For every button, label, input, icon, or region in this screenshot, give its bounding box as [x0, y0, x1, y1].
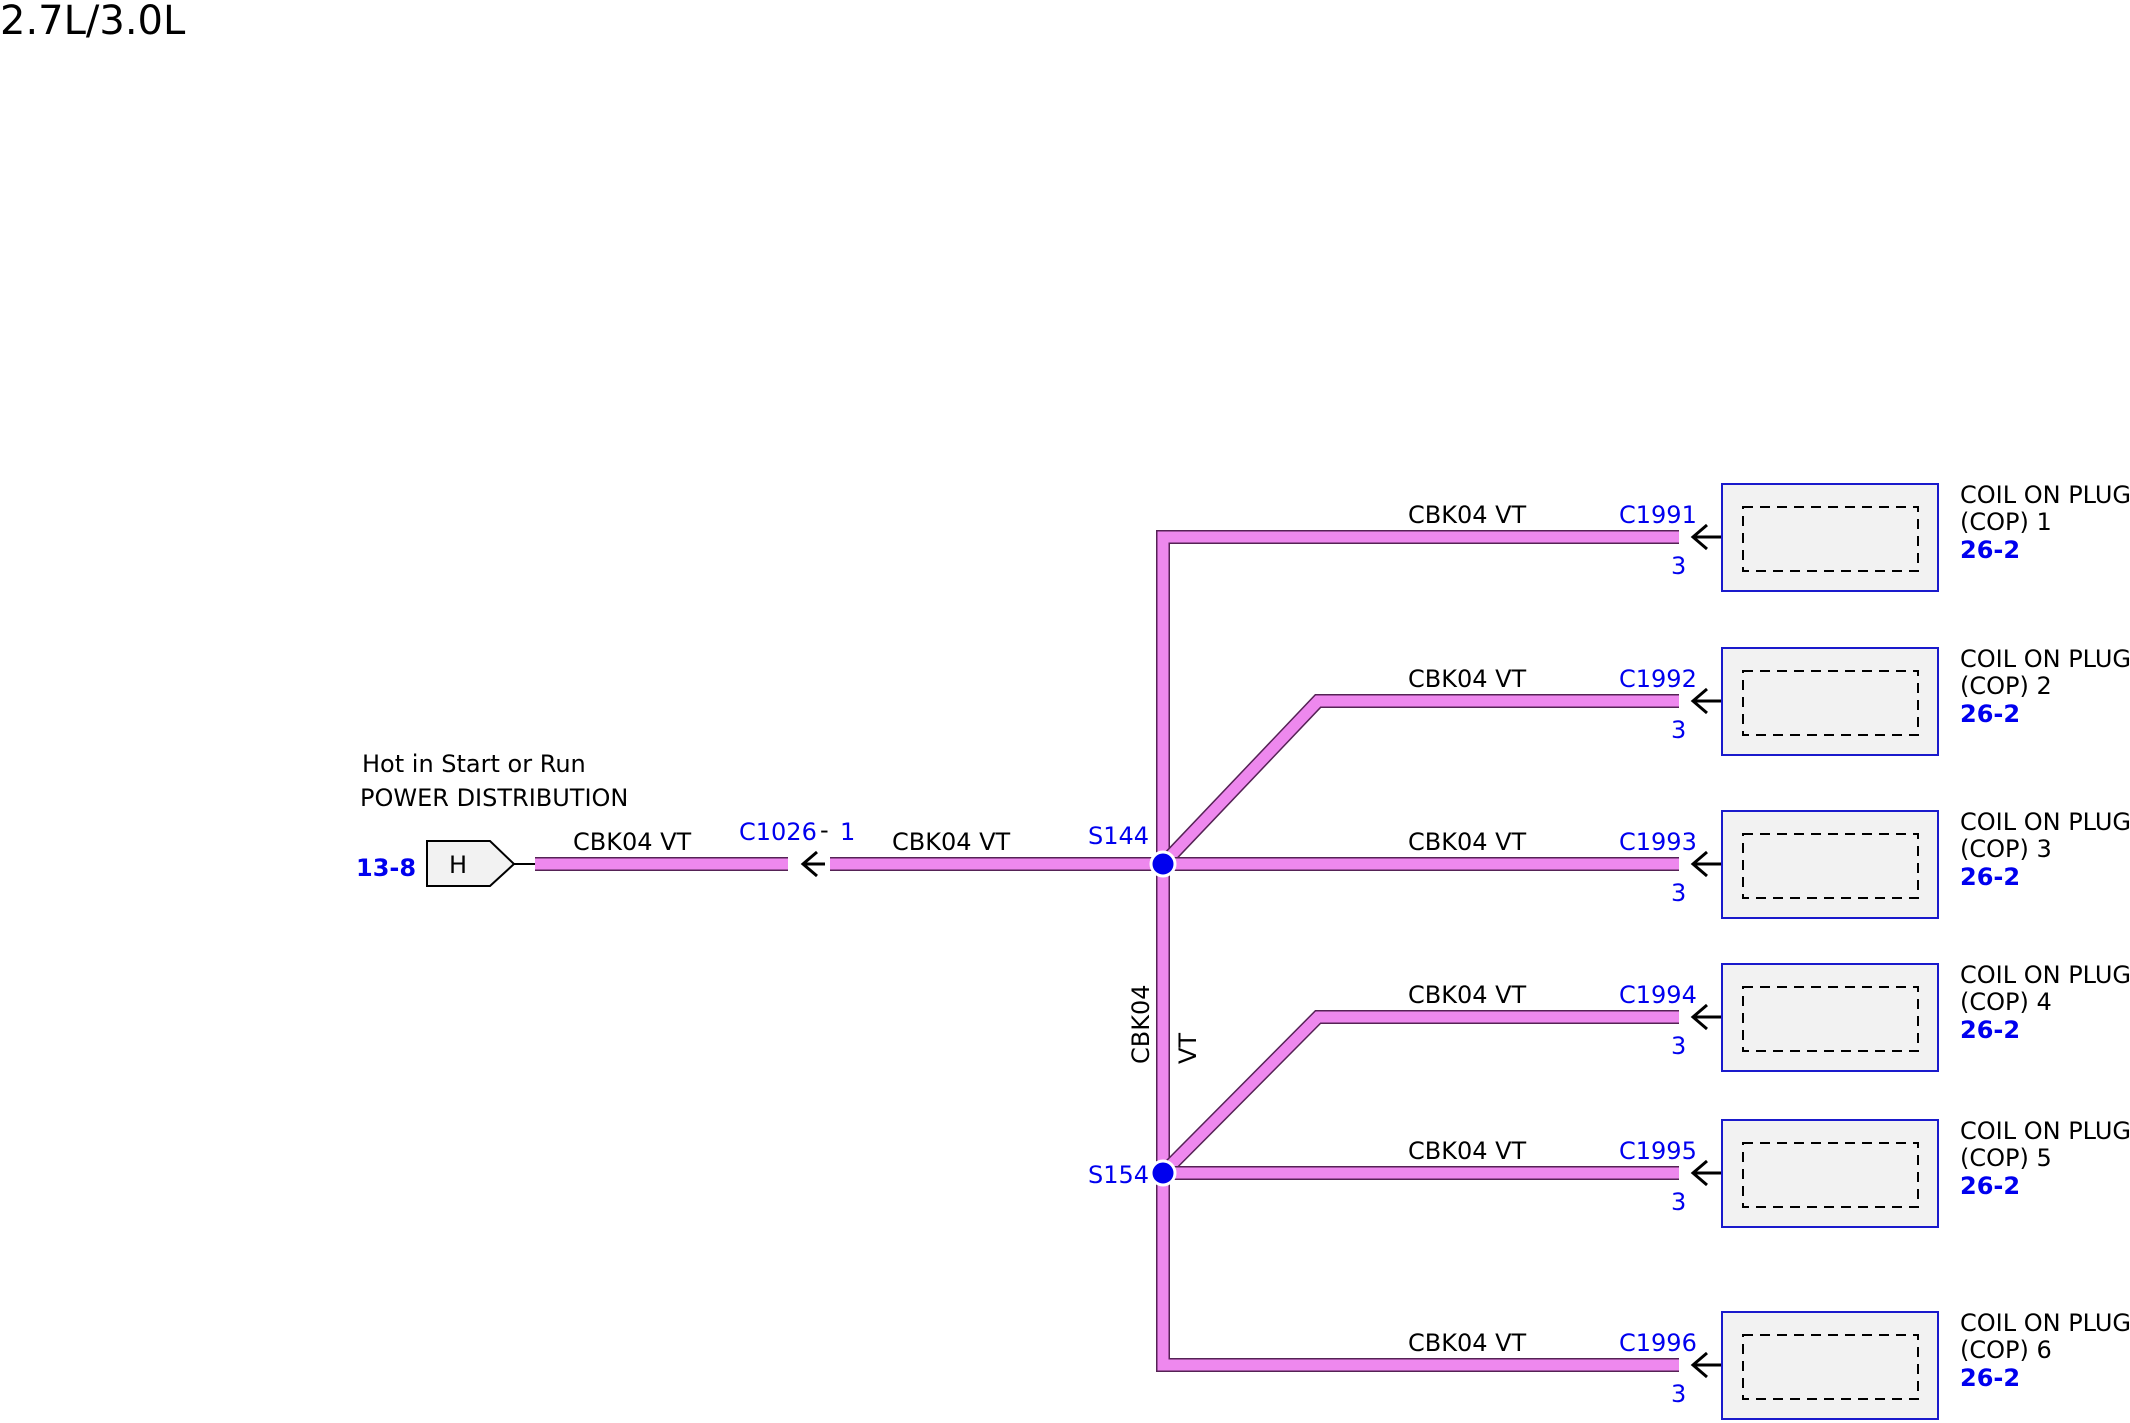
component-page-ref[interactable]: 26-2	[1960, 863, 2020, 891]
component-box[interactable]	[1721, 810, 1939, 919]
component-inner-dashed	[1742, 833, 1919, 899]
component-page-ref[interactable]: 26-2	[1960, 1364, 2020, 1392]
splice-s144-label: S144	[1088, 822, 1149, 850]
splice-s144-dot	[1149, 850, 1177, 878]
vertical-wire-color: VT	[1174, 1033, 1202, 1064]
main-wire-left-label: CBK04 VT	[573, 828, 692, 856]
branch-connector-label: C1991	[1619, 501, 1697, 529]
component-inner-dashed	[1742, 670, 1919, 736]
branch-wire-label: CBK04 VT	[1408, 501, 1527, 529]
component-page-ref[interactable]: 26-2	[1960, 536, 2020, 564]
component-name-line2: (COP) 6	[1960, 1336, 2052, 1364]
splice-s154-dot	[1149, 1159, 1177, 1187]
branch-3: CBK04 VT C1993 3 COIL ON PLUG(COP) 326-2	[1408, 808, 2130, 919]
component-box[interactable]	[1721, 483, 1939, 592]
wire-branch-2	[1159, 695, 1679, 868]
component-name-line1: COIL ON PLUG	[1960, 1117, 2130, 1145]
component-page-ref[interactable]: 26-2	[1960, 700, 2020, 728]
branch-6: CBK04 VT C1996 3 COIL ON PLUG(COP) 626-2	[1408, 1309, 2130, 1420]
source-connector-shape	[426, 840, 516, 887]
component-inner-dashed	[1742, 506, 1919, 572]
component-inner-dashed	[1742, 1334, 1919, 1400]
branch-pin-label: 3	[1671, 716, 1686, 744]
source-caption-line2: POWER DISTRIBUTION	[360, 784, 628, 812]
branch-connector-label: C1992	[1619, 665, 1697, 693]
branch-2: CBK04 VT C1992 3 COIL ON PLUG(COP) 226-2	[1408, 645, 2130, 756]
branch-wire-label: CBK04 VT	[1408, 1329, 1527, 1357]
branch-pin-label: 3	[1671, 1188, 1686, 1216]
component-box[interactable]	[1721, 1311, 1939, 1420]
source-page-ref[interactable]: 13-8	[356, 854, 416, 882]
component-inner-dashed	[1742, 986, 1919, 1052]
source-caption-line1: Hot in Start or Run	[362, 750, 586, 778]
component-name-line2: (COP) 5	[1960, 1144, 2052, 1172]
main-wire-right-label: CBK04 VT	[892, 828, 1011, 856]
component-inner-dashed	[1742, 1142, 1919, 1208]
component-name-line2: (COP) 3	[1960, 835, 2052, 863]
component-name-line1: COIL ON PLUG	[1960, 808, 2130, 836]
branch-connector-label: C1995	[1619, 1137, 1697, 1165]
branch-pin-label: 3	[1671, 1032, 1686, 1060]
branch-wire-label: CBK04 VT	[1408, 828, 1527, 856]
component-box[interactable]	[1721, 963, 1939, 1072]
component-box[interactable]	[1721, 647, 1939, 756]
c1026-connector-arrow	[800, 850, 825, 878]
wires	[535, 530, 1679, 1372]
component-name-line1: COIL ON PLUG	[1960, 645, 2130, 673]
component-box[interactable]	[1721, 1119, 1939, 1228]
branch-pin-label: 3	[1671, 879, 1686, 907]
component-page-ref[interactable]: 26-2	[1960, 1172, 2020, 1200]
component-name-line2: (COP) 1	[1960, 508, 2052, 536]
branch-1: CBK04 VT C1991 3 COIL ON PLUG(COP) 126-2	[1408, 481, 2130, 592]
c1026-pin-dash: -	[820, 816, 829, 844]
branch-connector-label: C1994	[1619, 981, 1697, 1009]
wire-branch-4	[1159, 1011, 1679, 1177]
diagram-title: 2.7L/3.0L	[0, 0, 186, 44]
branch-wire-label: CBK04 VT	[1408, 1137, 1527, 1165]
c1026-pin-label: 1	[840, 818, 855, 846]
splice-s154-label: S154	[1088, 1161, 1149, 1189]
component-name-line2: (COP) 2	[1960, 672, 2052, 700]
branch-wire-label: CBK04 VT	[1408, 665, 1527, 693]
component-name-line1: COIL ON PLUG	[1960, 481, 2130, 509]
vertical-wire-circuit: CBK04	[1127, 985, 1155, 1065]
branch-4: CBK04 VT C1994 3 COIL ON PLUG(COP) 426-2	[1408, 961, 2130, 1072]
component-name-line1: COIL ON PLUG	[1960, 961, 2130, 989]
component-name-line1: COIL ON PLUG	[1960, 1309, 2130, 1337]
branch-pin-label: 3	[1671, 1380, 1686, 1408]
branch-5: CBK04 VT C1995 3 COIL ON PLUG(COP) 526-2	[1408, 1117, 2130, 1228]
branch-connector-label: C1996	[1619, 1329, 1697, 1357]
branch-pin-label: 3	[1671, 552, 1686, 580]
c1026-connector-label: C1026	[739, 818, 817, 846]
branch-connector-label: C1993	[1619, 828, 1697, 856]
component-page-ref[interactable]: 26-2	[1960, 1016, 2020, 1044]
wire-trunk	[1157, 531, 1679, 1371]
source-connector-letter: H	[449, 851, 467, 879]
branch-wire-label: CBK04 VT	[1408, 981, 1527, 1009]
component-name-line2: (COP) 4	[1960, 988, 2052, 1016]
